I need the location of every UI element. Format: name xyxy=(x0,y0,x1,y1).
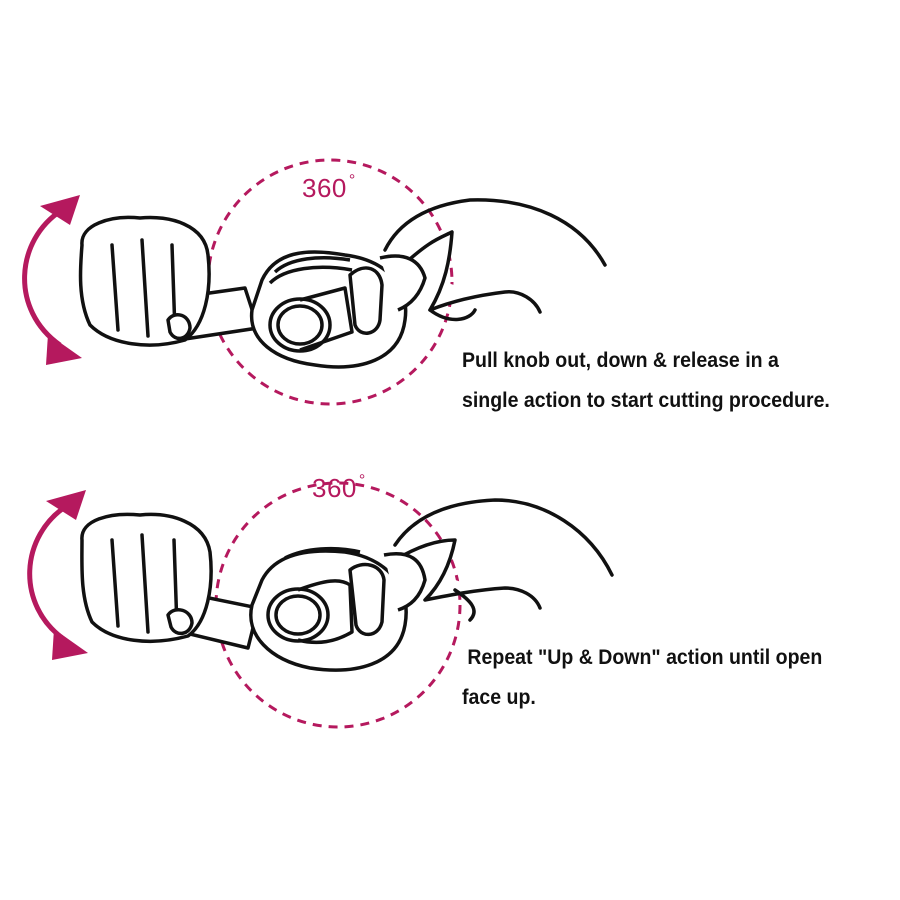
step-1: 360° Pull knob out, down & release in a … xyxy=(0,158,900,460)
rotate-arrow-icon xyxy=(22,195,82,365)
pipe-cutter-icon xyxy=(249,546,427,672)
left-hand-icon xyxy=(78,215,211,347)
step-2-caption: Repeat "Up & Down" action until open fac… xyxy=(462,638,822,718)
caption-line: Pull knob out, down & release in a xyxy=(462,349,779,372)
step-2-illustration xyxy=(27,481,614,729)
right-hand-icon xyxy=(393,498,614,622)
step-1-caption: Pull knob out, down & release in a singl… xyxy=(462,341,830,421)
caption-line: face up. xyxy=(462,686,536,709)
right-hand-icon xyxy=(383,198,607,322)
caption-line: single action to start cutting procedure… xyxy=(462,389,830,412)
rotation-degree-label: 360° xyxy=(312,472,366,503)
rotation-circle xyxy=(214,481,462,729)
rotation-degree-label: 360° xyxy=(302,172,356,203)
step-1-illustration xyxy=(22,158,607,406)
left-hand-icon xyxy=(80,512,213,644)
pipe-cutter-icon xyxy=(249,250,427,369)
caption-line: Repeat "Up & Down" action until open xyxy=(462,646,823,669)
step-2: 360° Repeat "Up & Down" action until ope… xyxy=(0,460,900,760)
rotation-circle xyxy=(206,158,454,406)
rotate-arrow-icon xyxy=(27,490,88,660)
